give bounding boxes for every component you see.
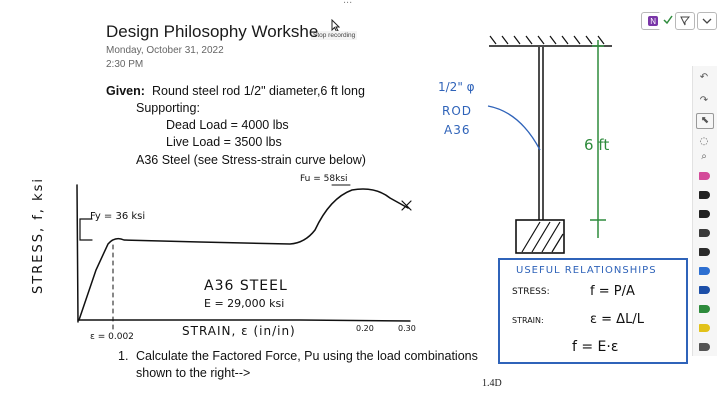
given-line2: Supporting:	[136, 101, 200, 115]
filter-button[interactable]	[675, 12, 695, 30]
combined-equation: f = E·ε	[572, 339, 619, 355]
given-line3: Dead Load = 4000 lbs	[166, 118, 289, 132]
block-hatch	[521, 221, 564, 253]
fy-bracket	[79, 218, 93, 241]
pen-tool-1[interactable]	[699, 172, 710, 180]
pen-tool-2[interactable]	[699, 191, 710, 199]
fu-annotation: Fu = 58ksi	[300, 174, 348, 184]
pen-tool-10[interactable]	[699, 343, 710, 351]
tick-020: 0.20	[356, 324, 374, 333]
collapse-button[interactable]	[697, 12, 717, 30]
x-axis	[77, 319, 411, 322]
search-icon[interactable]: ⌕	[701, 151, 707, 162]
filter-icon	[680, 16, 691, 26]
tick-030: 0.30	[398, 324, 416, 333]
pen-tool-3[interactable]	[699, 210, 710, 218]
page-title: Design Philosophy Workshe	[106, 22, 319, 41]
page-date: Monday, October 31, 2022	[106, 45, 224, 56]
pen-tool-9[interactable]	[699, 324, 710, 332]
question-number: 1.	[118, 349, 129, 363]
length-label: 6 ft	[584, 136, 610, 154]
rod-material-label: A36	[444, 123, 471, 137]
rod-label: ROD	[442, 104, 473, 118]
top-dots[interactable]: ...	[343, 0, 353, 6]
relationships-box	[498, 258, 688, 364]
modulus-annotation: E = 29,000 ksi	[204, 297, 285, 310]
yield-strain-label: ε = 0.002	[90, 332, 134, 342]
pen-tool-6[interactable]	[699, 267, 710, 275]
y-axis-label: STRESS, f, ksi	[30, 177, 46, 294]
redo-icon[interactable]: ↷	[699, 95, 709, 106]
side-label: 1.4D	[482, 378, 502, 389]
stress-label: STRESS:	[512, 287, 550, 297]
check-button[interactable]	[658, 12, 678, 30]
pen-tool-8[interactable]	[699, 305, 710, 313]
load-block	[515, 219, 565, 254]
page-time: 2:30 PM	[106, 59, 144, 70]
check-icon	[663, 15, 673, 25]
rod-pointer	[487, 105, 541, 151]
a36-annotation: A36 STEEL	[204, 278, 288, 294]
onenote-icon: N	[648, 16, 658, 26]
lasso-icon[interactable]: ◌	[699, 136, 709, 147]
stress-equation: f = P/A	[590, 284, 635, 299]
y-axis	[76, 184, 79, 323]
strain-equation: ε = ΔL/L	[590, 312, 644, 327]
chevron-down-icon	[702, 18, 712, 24]
stop-recording-tooltip[interactable]: Stop recording	[311, 31, 358, 40]
select-icon[interactable]: ⬉	[696, 113, 714, 129]
pen-tool-7[interactable]	[699, 286, 710, 294]
x-axis-label: STRAIN, ε (in/in)	[182, 324, 296, 338]
pen-tool-4[interactable]	[699, 229, 710, 237]
stress-strain-curve	[78, 188, 409, 321]
fy-annotation: Fy = 36 ksi	[90, 211, 146, 222]
ceiling-hatch	[489, 35, 605, 45]
pen-tool-5[interactable]	[699, 248, 710, 256]
undo-icon[interactable]: ↶	[699, 72, 709, 83]
strain-label: STRAIN:	[512, 316, 544, 325]
given-line1: Round steel rod 1/2" diameter,6 ft long	[152, 84, 365, 98]
question-line1: Calculate the Factored Force, Pu using t…	[136, 349, 478, 363]
given-line4: Live Load = 3500 lbs	[166, 135, 282, 149]
rod	[538, 47, 544, 220]
question-line2: shown to the right-->	[136, 366, 251, 380]
given-label: Given:	[106, 84, 145, 98]
given-line5: A36 Steel (see Stress-strain curve below…	[136, 153, 366, 167]
curve-end-x	[401, 200, 412, 211]
relationships-title: USEFUL RELATIONSHIPS	[516, 265, 657, 276]
rod-diameter-label: 1/2" φ	[438, 80, 475, 94]
svg-text:N: N	[650, 17, 656, 26]
